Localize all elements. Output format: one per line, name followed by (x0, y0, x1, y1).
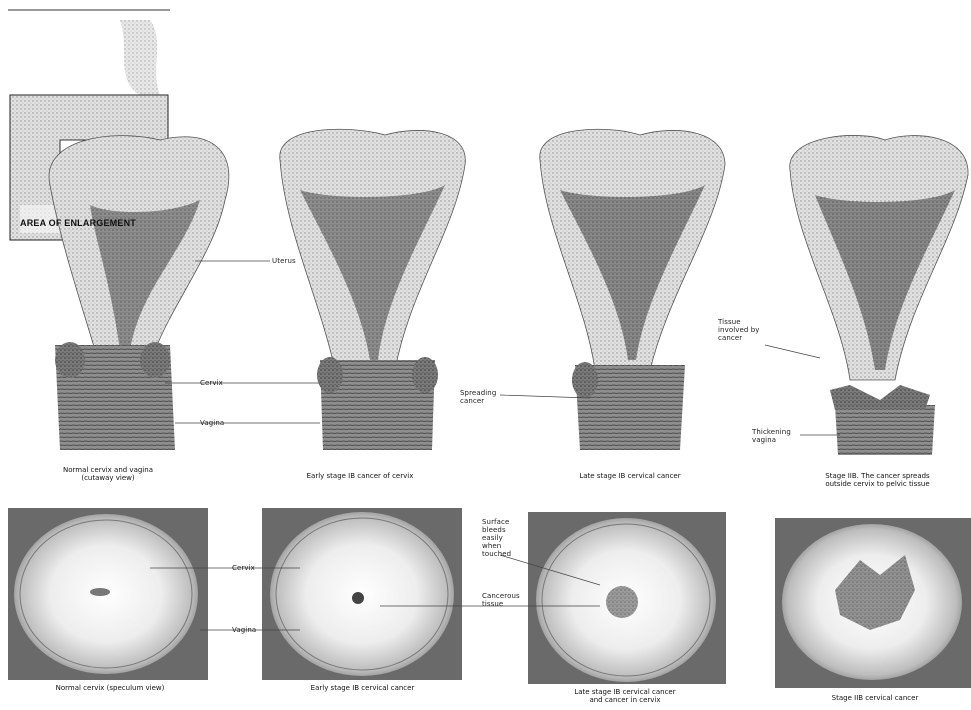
uterus-figure-normal (49, 136, 229, 450)
uterus-figure-early-ib (280, 129, 466, 450)
caption-bottom-4: Stage IIB cervical cancer (790, 694, 960, 702)
caption-bottom-1: Normal cervix (speculum view) (20, 684, 200, 692)
label-cervix: Cervix (200, 379, 223, 387)
label-uterus: Uterus (272, 257, 296, 265)
label-thickening-vagina: Thickening vagina (752, 428, 791, 444)
speculum-view-late-ib (528, 512, 726, 684)
uterus-figure-stage-iib (790, 135, 968, 455)
label-tissue-involved: Tissue involved by cancer (718, 318, 760, 342)
caption-top-1: Normal cervix and vagina (cutaway view) (38, 466, 178, 482)
speculum-view-stage-iib (775, 518, 971, 688)
inset-caption: AREA OF ENLARGEMENT (20, 218, 136, 228)
label-surface-bleeding: Surface bleeds easily when touched (482, 518, 511, 558)
caption-top-3: Late stage IB cervical cancer (540, 472, 720, 480)
label-spreading-cancer: Spreading cancer (460, 389, 496, 405)
label-speculum-cervix: Cervix (232, 564, 255, 572)
leader-lines-top (165, 261, 840, 435)
label-speculum-vagina: Vagina (232, 626, 256, 634)
uterus-figure-late-ib (540, 129, 725, 450)
caption-bottom-2: Early stage IB cervical cancer (270, 684, 455, 692)
caption-top-2: Early stage IB cancer of cervix (270, 472, 450, 480)
label-vagina: Vagina (200, 419, 224, 427)
caption-bottom-3: Late stage IB cervical cancer and cancer… (530, 688, 720, 704)
speculum-view-early-ib (262, 508, 462, 680)
caption-top-4: Stage IIB. The cancer spreads outside ce… (790, 472, 965, 488)
speculum-view-normal (8, 508, 208, 680)
label-cancerous-tissue: Cancerous tissue (482, 592, 520, 608)
